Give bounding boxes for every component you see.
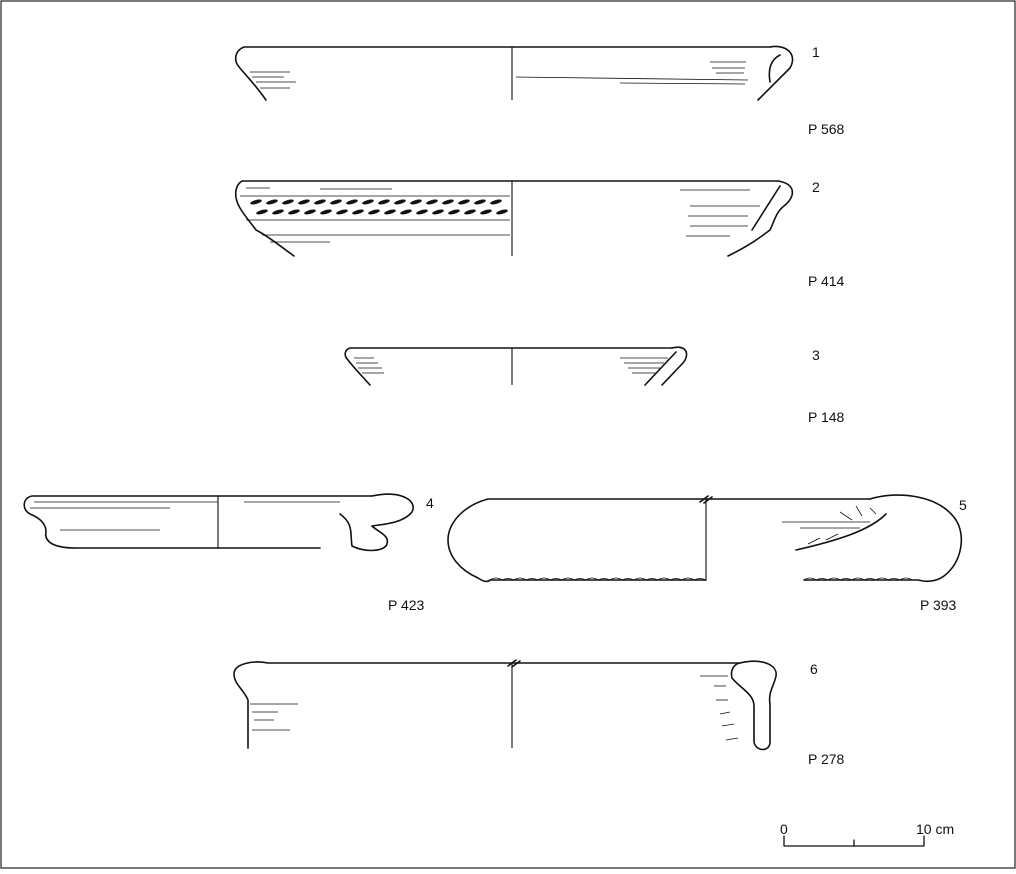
scale-bar <box>783 835 925 847</box>
vessel-4-drawing <box>23 493 414 552</box>
vessel-1-catalog: P 568 <box>808 121 845 137</box>
vessel-3-catalog: P 148 <box>808 409 845 425</box>
vessel-6-drawing <box>233 659 777 751</box>
vessel-2-catalog: P 414 <box>808 273 845 289</box>
vessel-4-catalog: P 423 <box>388 597 425 613</box>
scale-bar-start-label: 0 <box>780 821 788 837</box>
vessel-5-number: 5 <box>959 497 967 513</box>
vessel-5-drawing <box>447 494 963 583</box>
scale-bar-end-label: 10 cm <box>916 821 954 837</box>
vessel-3-drawing <box>344 346 688 386</box>
vessel-3-number: 3 <box>812 347 820 363</box>
vessel-1-drawing <box>234 45 794 101</box>
vessel-2-number: 2 <box>812 179 820 195</box>
vessel-6-number: 6 <box>810 661 818 677</box>
vessel-4-number: 4 <box>426 495 434 511</box>
vessel-5-catalog: P 393 <box>920 597 957 613</box>
vessel-1-number: 1 <box>812 44 820 60</box>
vessel-6-catalog: P 278 <box>808 751 845 767</box>
vessel-2-drawing <box>234 180 794 257</box>
